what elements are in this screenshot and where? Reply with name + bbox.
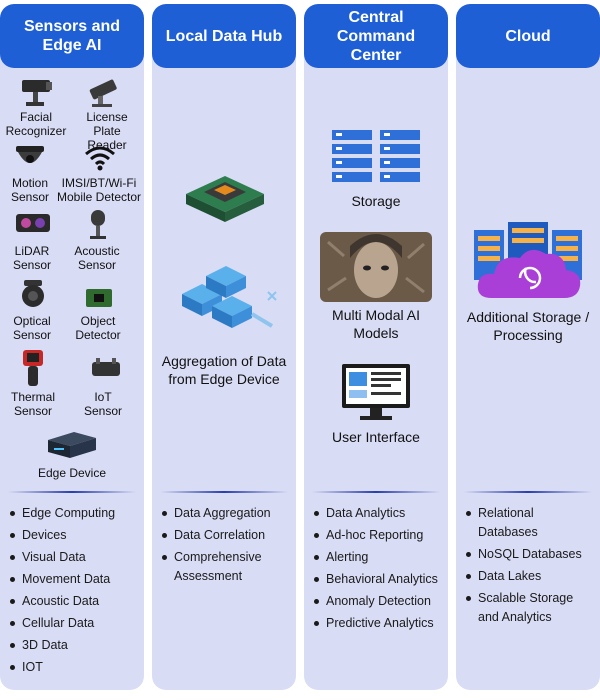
list-item: Visual Data xyxy=(8,548,140,567)
lidar-icon xyxy=(16,214,50,232)
list-item: Comprehensive Assessment xyxy=(160,548,292,586)
column-title-cloud: Cloud xyxy=(456,4,600,68)
sensor-label-lidar: LiDAR Sensor xyxy=(12,244,52,272)
list-item: Data Aggregation xyxy=(160,504,292,523)
processor-icon xyxy=(186,176,264,222)
edge-device-icon xyxy=(48,432,96,458)
list-item: Anomaly Detection xyxy=(312,592,444,611)
list-item: Ad-hoc Reporting xyxy=(312,526,444,545)
ai-models-label: Multi Modal AI Models xyxy=(332,307,420,341)
column-divider xyxy=(8,491,136,493)
edge-device-label: Edge Device xyxy=(37,466,107,480)
acoustic-icon xyxy=(90,210,106,239)
column-divider xyxy=(312,491,440,493)
thermal-icon xyxy=(23,350,43,386)
sensor-label-object: Object Detector xyxy=(75,314,121,342)
bullet-list-local-hub: Data Aggregation Data Correlation Compre… xyxy=(160,504,292,589)
column-divider xyxy=(464,491,592,493)
local-hub-caption: Aggregation of Data from Edge Device xyxy=(161,353,287,387)
bullet-list-sensors: Edge Computing Devices Visual Data Movem… xyxy=(8,504,140,680)
list-item: Data Correlation xyxy=(160,526,292,545)
list-item: Cellular Data xyxy=(8,614,140,633)
sensor-label-facial: Facial Recognizer xyxy=(5,110,67,138)
column-sensors: Sensors and Edge AI Facial Recognizer Li… xyxy=(0,4,144,690)
list-item: NoSQL Databases xyxy=(464,545,596,564)
list-item: Acoustic Data xyxy=(8,592,140,611)
list-item: 3D Data xyxy=(8,636,140,655)
sensor-label-plate: License Plate Reader xyxy=(86,110,128,152)
optical-icon xyxy=(22,280,44,307)
list-item: IOT xyxy=(8,658,140,677)
list-item: Movement Data xyxy=(8,570,140,589)
sensor-label-acoustic: Acoustic Sensor xyxy=(74,244,120,272)
list-item: Relational Databases xyxy=(464,504,596,542)
monitor-icon xyxy=(342,364,410,420)
bullet-list-command-center: Data Analytics Ad-hoc Reporting Alerting… xyxy=(312,504,444,636)
list-item: Behavioral Analytics xyxy=(312,570,444,589)
network-hub-icon xyxy=(182,266,277,328)
sensor-label-iot: IoT Sensor xyxy=(83,390,123,418)
bullet-list-cloud: Relational Databases NoSQL Databases Dat… xyxy=(464,504,596,630)
sensor-label-thermal: Thermal Sensor xyxy=(10,390,55,418)
sensor-label-imsi: IMSI/BT/Wi-Fi Mobile Detector xyxy=(56,176,142,204)
plate-camera-icon xyxy=(89,79,117,107)
column-divider xyxy=(160,491,288,493)
iot-icon xyxy=(92,358,120,376)
user-interface-label: User Interface xyxy=(332,429,420,445)
sensor-label-motion: Motion Sensor xyxy=(10,176,50,204)
list-item: Edge Computing xyxy=(8,504,140,523)
column-command-center: Central Command Center Storage Multi Mod… xyxy=(304,4,448,690)
list-item: Data Lakes xyxy=(464,567,596,586)
sensor-label-optical: Optical Sensor xyxy=(12,314,52,342)
cloud-storage-icon xyxy=(474,222,582,298)
list-item: Predictive Analytics xyxy=(312,614,444,633)
ai-face-icon xyxy=(320,232,432,302)
camera-icon xyxy=(22,80,52,106)
column-title-command-center: Central Command Center xyxy=(304,4,448,68)
column-cloud: Cloud Additional Storage / Processing Re… xyxy=(456,4,600,690)
chip-icon xyxy=(86,289,112,307)
list-item: Alerting xyxy=(312,548,444,567)
storage-label: Storage xyxy=(351,193,401,209)
server-rack-icon xyxy=(332,130,420,182)
list-item: Devices xyxy=(8,526,140,545)
column-local-hub: Local Data Hub Aggregation of Data from … xyxy=(152,4,296,690)
list-item: Data Analytics xyxy=(312,504,444,523)
list-item: Scalable Storage and Analytics xyxy=(464,589,596,627)
column-title-local-hub: Local Data Hub xyxy=(152,4,296,68)
cloud-caption: Additional Storage / Processing xyxy=(466,309,590,343)
column-title-sensors: Sensors and Edge AI xyxy=(0,4,144,68)
dome-camera-icon xyxy=(16,146,44,163)
wifi-icon xyxy=(85,146,115,171)
